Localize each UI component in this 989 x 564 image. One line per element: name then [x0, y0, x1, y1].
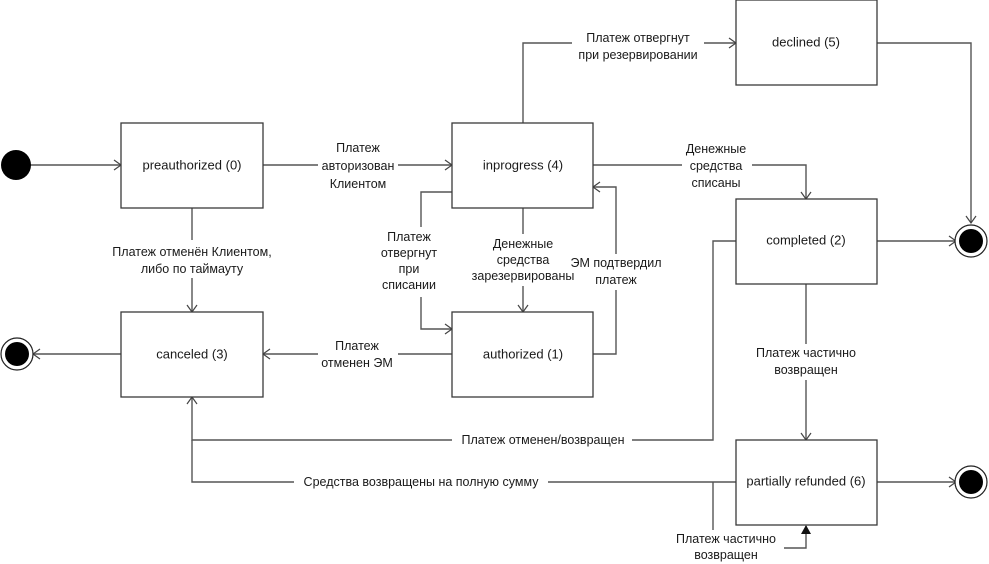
- label-authorized-to-inprogress: ЭМ подтвердил платеж: [570, 254, 662, 290]
- final-state-node-left: [0, 337, 34, 371]
- label-line: Платеж частично: [756, 346, 856, 360]
- state-label: canceled (3): [156, 346, 228, 361]
- edge-completed-to-final: [877, 235, 958, 247]
- label-inprogress-to-authorized: Денежные средства зарезервированы: [465, 234, 581, 286]
- state-label: inprogress (4): [483, 157, 563, 172]
- label-line: возвращен: [774, 363, 838, 377]
- state-preauthorized: preauthorized (0): [120, 122, 264, 209]
- label-line: Платеж отменён Клиентом,: [112, 245, 271, 259]
- edge-canceled-to-final: [31, 348, 121, 360]
- label-line: списании: [382, 278, 436, 292]
- label-line: возвращен: [694, 548, 758, 562]
- state-partially-refunded: partially refunded (6): [735, 439, 878, 526]
- state-declined: declined (5): [735, 0, 878, 86]
- state-label: authorized (1): [483, 346, 563, 361]
- state-label: partially refunded (6): [746, 473, 865, 488]
- label-inprogress-to-declined: Платеж отвергнут при резервировании: [572, 30, 704, 66]
- label-line: Денежные: [686, 142, 746, 156]
- label-line: отвергнут: [381, 246, 438, 260]
- label-line: отменен ЭМ: [321, 356, 393, 370]
- state-authorized: authorized (1): [451, 311, 594, 398]
- label-line: Платеж отвергнут: [586, 31, 690, 45]
- final-state-node-right-bottom: [954, 465, 988, 499]
- label-pre-to-inprogress: Платеж авторизован Клиентом: [318, 139, 398, 191]
- label-inprogress-to-completed: Денежные средства списаны: [682, 140, 752, 192]
- edge-initial-to-preauthorized: [30, 159, 123, 171]
- label-line: Платеж: [336, 141, 380, 155]
- label-line: Платеж частично: [676, 532, 776, 546]
- state-label: completed (2): [766, 232, 845, 247]
- label-completed-to-partially-refunded: Платеж частично возвращен: [750, 344, 862, 380]
- label-line: средства: [690, 159, 743, 173]
- label-line: Платеж: [335, 339, 379, 353]
- state-completed: completed (2): [735, 198, 878, 285]
- label-line: ЭМ подтвердил: [570, 256, 661, 270]
- label-line: зарезервированы: [472, 269, 575, 283]
- label-line: либо по таймауту: [141, 262, 244, 276]
- label-line: Средства возвращены на полную сумму: [304, 475, 540, 489]
- edge-declined-to-final: [877, 42, 977, 225]
- state-label: preauthorized (0): [143, 157, 242, 172]
- label-line: при резервировании: [578, 48, 697, 62]
- label-partially-refunded-self: Платеж частично возвращен: [670, 530, 784, 564]
- state-canceled: canceled (3): [120, 311, 264, 398]
- label-authorized-to-canceled: Платеж отменен ЭМ: [318, 337, 398, 373]
- label-pre-to-canceled: Платеж отменён Клиентом, либо по таймаут…: [103, 240, 281, 278]
- label-line: при: [399, 262, 420, 276]
- label-line: Клиентом: [330, 177, 387, 191]
- label-line: платеж: [595, 273, 637, 287]
- label-inprogress-to-authorized-reject: Платеж отвергнут при списании: [375, 227, 441, 297]
- state-inprogress: inprogress (4): [451, 122, 594, 209]
- label-partially-refunded-to-canceled: Средства возвращены на полную сумму: [294, 474, 548, 490]
- state-label: declined (5): [772, 34, 840, 49]
- label-line: Денежные: [493, 237, 553, 251]
- label-line: Платеж отменен/возвращен: [462, 433, 625, 447]
- edge-partially-refunded-to-final: [877, 476, 958, 488]
- label-line: авторизован: [322, 159, 395, 173]
- label-line: средства: [497, 253, 550, 267]
- label-line: Платеж: [387, 230, 431, 244]
- edge-partially-refunded-to-canceled: [191, 440, 736, 483]
- initial-state-node: [1, 150, 31, 180]
- label-line: списаны: [691, 176, 740, 190]
- final-state-node-right-top: [954, 224, 988, 258]
- label-completed-to-canceled: Платеж отменен/возвращен: [452, 432, 632, 448]
